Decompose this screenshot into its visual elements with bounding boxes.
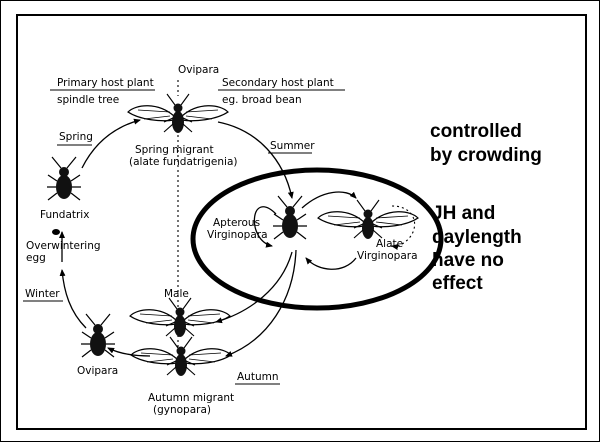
spring-migrant-insect-icon [128,94,228,133]
note-line-1: controlled [430,121,522,142]
note-line-2: by crowding [430,145,542,166]
label-spring: Spring [59,131,93,143]
arrow-apterous-to-alate [302,192,356,208]
arrow-ovipara-to-egg [62,270,86,328]
apterous-virginopara-insect-icon [273,196,307,239]
label-winter: Winter [25,288,60,300]
note-line-6: effect [432,273,483,294]
label-secondary-host-plant: Secondary host plant [222,77,334,89]
fundatrix-insect-icon [47,157,81,200]
label-ovipara-bottom: Ovipara [77,365,118,377]
label-ovipara-top: Ovipara [178,64,219,76]
label-egg: egg [26,252,46,264]
note-line-4: daylength [432,227,522,248]
label-broad-bean: eg. broad bean [222,94,302,106]
note-line-3: JH and [432,203,495,224]
note-line-5: have no [432,250,504,271]
male-insect-icon [130,298,230,337]
label-spring-migrant: Spring migrant [135,144,214,156]
label-male: Male [164,288,189,300]
label-autumn: Autumn [237,371,279,383]
label-alate-fundatrigenia: (alate fundatrigenia) [129,156,237,168]
label-gynopara: (gynopara) [153,404,211,416]
label-virginopara-right: Virginopara [357,250,418,262]
label-apterous: Apterous [213,217,260,229]
label-autumn-migrant: Autumn migrant [148,392,234,404]
label-spindle-tree: spindle tree [57,94,119,106]
alate-virginopara-insect-icon [318,200,418,239]
egg-icon [52,229,60,235]
label-summer: Summer [270,140,315,152]
ovipara-insect-icon [81,314,115,357]
label-alate: Alate [376,238,403,250]
label-fundatrix: Fundatrix [40,209,89,221]
label-overwintering: Overwintering [26,240,101,252]
label-primary-host-plant: Primary host plant [57,77,154,89]
arrow-alate-to-apterous [306,258,356,269]
